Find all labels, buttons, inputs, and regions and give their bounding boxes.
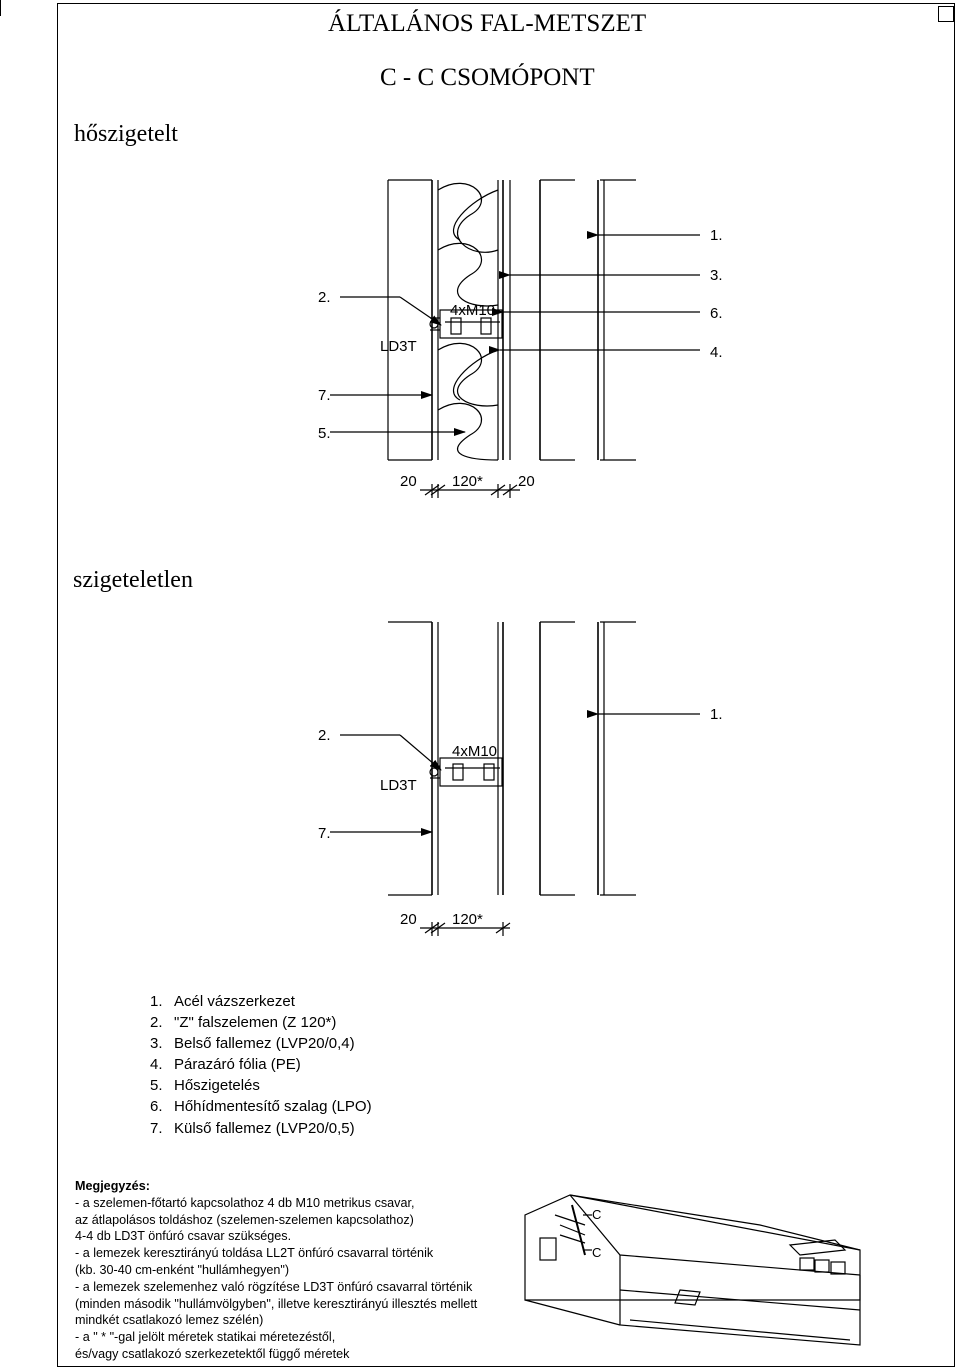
- ld3t-label: LD3T: [380, 338, 417, 355]
- notes-line: - a szelemen-főtartó kapcsolathoz 4 db M…: [75, 1195, 415, 1210]
- notes-line: (minden második "hullámvölgyben", illetv…: [75, 1296, 478, 1311]
- drawing-frame: [57, 3, 955, 1367]
- legend-item: 3. Belső fallemez (LVP20/0,4): [150, 1033, 372, 1054]
- legend-item: 4. Párazáró fólia (PE): [150, 1054, 372, 1075]
- margin-mark: [0, 0, 1, 16]
- page-subtitle: C - C CSOMÓPONT: [380, 64, 595, 91]
- section-mark-bottom: C: [592, 1245, 601, 1260]
- ld3t-label-b: LD3T: [380, 777, 417, 794]
- legend-num: 6.: [150, 1098, 163, 1116]
- dim-20-right: 20: [518, 473, 535, 490]
- dim-120: 120*: [452, 473, 483, 490]
- legend-num: 7.: [150, 1119, 163, 1137]
- callout-2: 2.: [318, 289, 331, 306]
- section-label-uninsulated: szigeteletlen: [73, 567, 193, 593]
- notes-line: - a " * "-gal jelölt méretek statikai mé…: [75, 1330, 336, 1345]
- callout-7: 7.: [318, 387, 331, 404]
- legend-text: Belső fallemez (LVP20/0,4): [174, 1035, 355, 1053]
- notes: Megjegyzés: - a szelemen-főtartó kapcsol…: [75, 1178, 477, 1363]
- section-label-insulated: hőszigetelt: [74, 121, 178, 147]
- page-title: ÁLTALÁNOS FAL-METSZET: [328, 10, 647, 37]
- legend-num: 4.: [150, 1056, 163, 1074]
- legend-text: Külső fallemez (LVP20/0,5): [174, 1119, 355, 1137]
- callout-3: 3.: [710, 267, 723, 284]
- legend-item: 5. Hőszigetelés: [150, 1075, 372, 1096]
- legend-item: 2. "Z" falszelemen (Z 120*): [150, 1012, 372, 1033]
- callout-1: 1.: [710, 227, 723, 244]
- legend-item: 6. Hőhídmentesítő szalag (LPO): [150, 1096, 372, 1117]
- legend-item: 7. Külső fallemez (LVP20/0,5): [150, 1118, 372, 1139]
- notes-line: (kb. 30-40 cm-enként "hullámhegyen"): [75, 1262, 290, 1277]
- notes-line: 4-4 db LD3T önfúró csavar szükséges.: [75, 1229, 292, 1244]
- notes-line: - a lemezek keresztirányú toldása LL2T ö…: [75, 1246, 434, 1261]
- callout-1-b: 1.: [710, 706, 723, 723]
- dim-120-b: 120*: [452, 911, 483, 928]
- bolt-label: 4xM10: [450, 302, 495, 319]
- notes-line: mindkét csatlakozó lemez szélén): [75, 1313, 264, 1328]
- callout-7-b: 7.: [318, 825, 331, 842]
- callout-6: 6.: [710, 305, 723, 322]
- legend-text: Acél vázszerkezet: [174, 993, 295, 1010]
- legend-num: 2.: [150, 1014, 163, 1032]
- section-mark-top: C: [592, 1207, 601, 1222]
- corner-mark: [938, 6, 954, 22]
- legend-text: Hőhídmentesítő szalag (LPO): [174, 1098, 372, 1116]
- legend-text: Párazáró fólia (PE): [174, 1056, 301, 1074]
- legend-num: 3.: [150, 1035, 163, 1053]
- notes-heading: Megjegyzés:: [75, 1179, 150, 1193]
- bolt-label-b: 4xM10: [452, 743, 497, 760]
- notes-line: az átlapolásos toldáshoz (szelemen-szele…: [75, 1212, 414, 1227]
- notes-line: - a lemezek szelemenhez való rögzítése L…: [75, 1279, 473, 1294]
- legend-num: 5.: [150, 1077, 163, 1095]
- notes-line: és/vagy csatlakozó szerkezetektől függő …: [75, 1346, 350, 1361]
- legend-item: 1. Acél vázszerkezet: [150, 991, 372, 1012]
- dim-20-b: 20: [400, 911, 417, 928]
- legend-text: Hőszigetelés: [174, 1077, 260, 1095]
- legend-text: "Z" falszelemen (Z 120*): [174, 1014, 337, 1032]
- callout-2-b: 2.: [318, 727, 331, 744]
- key-plan-sketch: [524, 1194, 861, 1346]
- callout-5: 5.: [318, 425, 331, 442]
- legend: 1. Acél vázszerkezet 2. "Z" falszelemen (Z…: [150, 991, 372, 1139]
- dim-20-left: 20: [400, 473, 417, 490]
- callout-4: 4.: [710, 344, 723, 361]
- legend-num: 1.: [150, 993, 163, 1010]
- uninsulated-section-drawing: [330, 621, 700, 936]
